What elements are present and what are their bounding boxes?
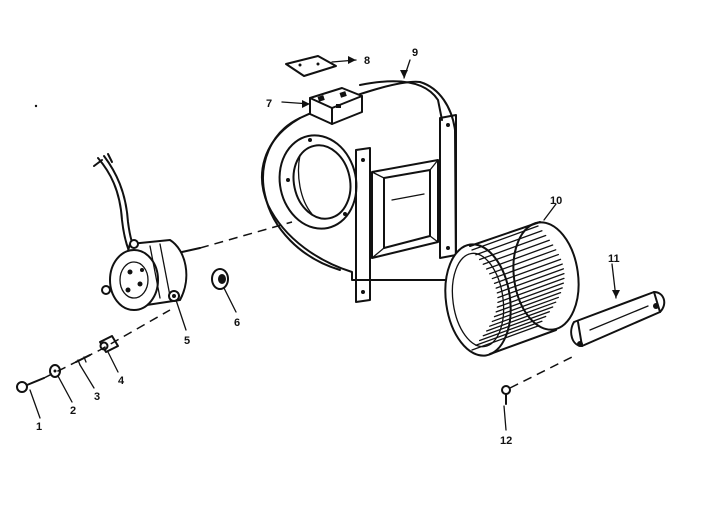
callout-12: 12 [500,435,512,447]
callout-1: 1 [36,421,42,433]
wheel-blade [471,225,539,251]
callout-6: 6 [234,317,240,329]
callout-9: 9 [412,47,418,59]
wheel-blade [482,311,550,337]
hardware-centerline [43,309,171,379]
stray-mark [34,104,38,108]
wheel-blade [497,272,565,299]
shaft-centerline [199,221,293,249]
motor [93,153,201,311]
wheel-blade [479,234,547,261]
wheel-blade [495,263,563,289]
wheel-blade [471,325,539,351]
wheel-blade [491,253,559,280]
wheel-blade [493,292,562,318]
electrical-box [309,87,363,125]
wheel-blade [475,230,543,256]
blower-housing [261,80,457,303]
callout-7: 7 [266,98,272,110]
cutoff-centerline [509,355,575,389]
wheel-blade [485,244,554,270]
wheel-blade [493,258,562,284]
wheel-blade [482,239,550,265]
arrow-head [612,290,620,298]
wheel-blade [485,306,554,332]
callout-4: 4 [118,375,125,387]
arrow-head [400,70,408,78]
wheel-blade [491,296,559,323]
wheel-blade [475,320,543,346]
callout-2: 2 [70,405,76,417]
cutoff-plate [570,291,666,347]
washer [49,364,61,378]
cover-plate [285,55,337,77]
wheel-blade [496,282,564,308]
callout-5: 5 [184,335,190,347]
callout-8: 8 [364,55,370,67]
screw-12 [501,385,511,405]
wheel-blade [495,287,563,313]
arrow-head [348,56,356,64]
wheel-blade [496,268,564,294]
wheel-blade [479,315,547,342]
callout-10: 10 [550,195,562,207]
arrow-head [302,100,310,108]
wheel-blade [489,249,557,275]
callout-3: 3 [94,391,100,403]
callout-11: 11 [608,253,620,265]
wheel-blade [497,277,565,304]
wheel-blade [489,301,557,327]
screw [16,377,45,393]
hub-bushing [211,268,229,290]
wheel-blades [471,225,565,351]
grommet [99,335,119,353]
blower-wheel [444,221,580,357]
